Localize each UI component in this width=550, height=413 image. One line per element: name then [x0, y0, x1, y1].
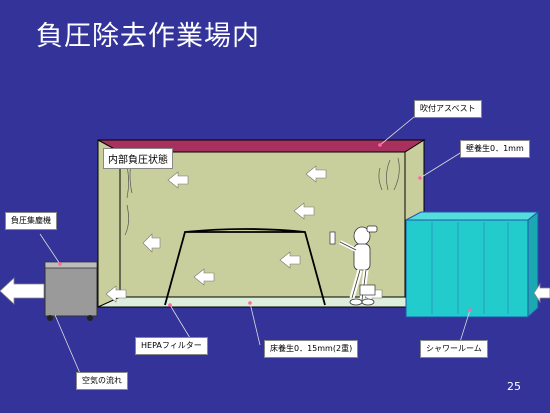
exhaust-arrow [0, 277, 45, 305]
shower-room-top [405, 211, 540, 221]
callout-floor-curing: 床養生0．15mm(2重) [264, 340, 359, 358]
page-number: 25 [507, 380, 521, 393]
airflow-arrow [167, 171, 189, 189]
curtain-folds-right [378, 157, 400, 191]
unit-wheel-right [87, 315, 93, 321]
airflow-arrow [193, 268, 215, 286]
worker-bag [359, 284, 376, 296]
floor-curing-sheet [97, 296, 425, 308]
unit-top [44, 261, 98, 269]
callout-leaders [39, 111, 471, 379]
unit-wheel-left [47, 315, 53, 321]
entry-arrow [533, 282, 550, 304]
airflow-arrow [279, 251, 301, 269]
airflow-arrow [105, 285, 127, 303]
shower-room [405, 219, 529, 318]
callout-anchor-dots [58, 143, 472, 312]
worker-icon [339, 225, 378, 306]
shower-room-side [527, 210, 539, 319]
slide-title: 負圧除去作業場内 [36, 21, 260, 52]
callout-negative-pressure-unit: 負圧集塵機 [5, 212, 57, 230]
scaffold-frame [164, 228, 326, 306]
negative-pressure-unit [44, 265, 98, 317]
airflow-arrow [305, 165, 327, 183]
airflow-arrow [293, 202, 315, 220]
callout-sprayed-asbestos: 吹付アスベスト [414, 100, 482, 118]
airflow-arrow [142, 233, 161, 253]
callout-shower-room: シャワールーム [420, 340, 488, 358]
shower-curtain-folds [431, 222, 509, 314]
inner-state-label: 内部負圧状態 [103, 148, 173, 169]
worker-tool [329, 231, 336, 245]
callout-wall-curing: 壁養生0．1mm [460, 140, 530, 158]
callout-air-flow: 空気の流れ [76, 372, 128, 390]
callout-hepa-filter: HEPAフィルター [135, 337, 208, 355]
